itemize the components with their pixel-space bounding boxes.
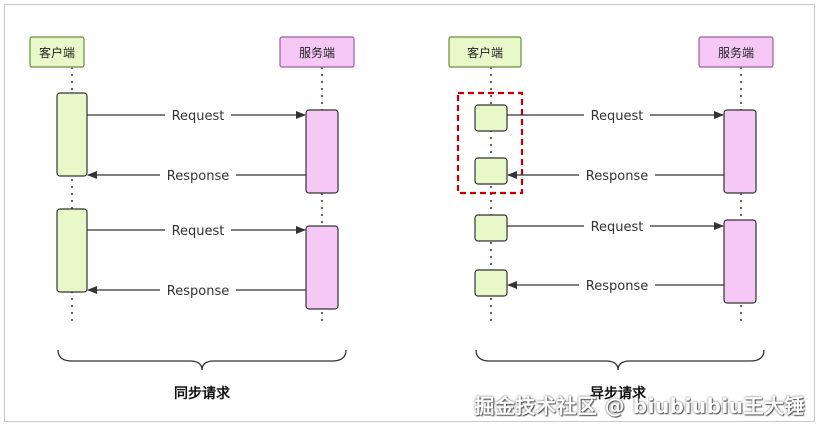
sync-server-activation-1 xyxy=(305,109,339,194)
async-server-activation-1 xyxy=(723,109,757,194)
async-diagram: 客户端 服务端 Request Response Request Respons… xyxy=(448,36,774,402)
sync-client-label: 客户端 xyxy=(39,45,75,60)
async-client-activation-1 xyxy=(474,104,508,132)
sync-response-label-2: Response xyxy=(167,284,229,299)
async-request-label-1: Request xyxy=(591,109,644,124)
async-server-activation-2 xyxy=(723,219,757,304)
async-client-box xyxy=(448,36,522,68)
async-response-label-2: Response xyxy=(586,279,648,294)
async-client-activation-2 xyxy=(474,157,508,185)
sync-server-label: 服务端 xyxy=(299,45,335,60)
sync-server-box xyxy=(279,36,355,68)
sync-client-activation-1 xyxy=(56,92,88,177)
sync-caption: 同步请求 xyxy=(174,385,231,402)
async-server-box xyxy=(698,36,774,68)
sync-server-activation-2 xyxy=(305,225,339,310)
sync-request-label-1: Request xyxy=(172,109,225,124)
sync-client-activation-2 xyxy=(56,208,88,293)
sync-diagram: 客户端 服务端 Request Response Request Respons… xyxy=(29,36,355,402)
sync-brace xyxy=(57,349,347,371)
sync-client-box xyxy=(29,36,85,68)
async-request-label-2: Request xyxy=(591,220,644,235)
async-client-label: 客户端 xyxy=(467,45,503,60)
async-response-label-1: Response xyxy=(586,169,648,184)
sync-response-label-1: Response xyxy=(167,169,229,184)
async-server-label: 服务端 xyxy=(718,45,754,60)
async-client-activation-3 xyxy=(474,214,508,242)
async-brace xyxy=(475,349,765,371)
sync-request-label-2: Request xyxy=(172,224,225,239)
async-highlight-box xyxy=(456,91,524,195)
async-client-activation-4 xyxy=(474,269,508,297)
diagram-frame xyxy=(4,4,815,422)
watermark: 掘金技术社区 @ biubiubiu王大锤 xyxy=(474,394,805,418)
async-caption: 异步请求 xyxy=(590,385,647,402)
